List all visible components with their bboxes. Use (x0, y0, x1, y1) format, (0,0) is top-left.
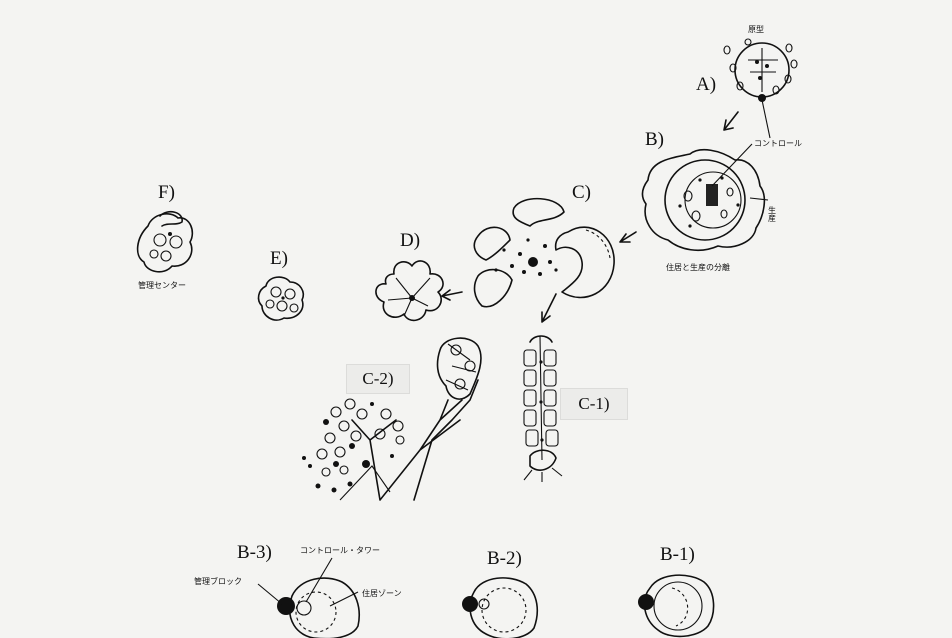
label-c1: C-1) (578, 394, 610, 413)
annotation-control-tower: コントロール・タワー (300, 546, 380, 555)
flower-cluster (375, 260, 444, 322)
cell-b1 (638, 574, 715, 638)
label-e: E) (270, 248, 288, 269)
label-c: C) (572, 182, 591, 203)
label-c2: C-2) (362, 369, 394, 388)
cell-b2 (462, 577, 539, 638)
separation-cell (641, 143, 769, 252)
label-c1-box: C-1) (560, 388, 628, 420)
prototype-cell (723, 38, 798, 139)
label-a: A) (696, 74, 716, 95)
label-d: D) (400, 230, 420, 251)
annotation-control: コントロール (754, 139, 802, 148)
annotation-genkei: 原型 (748, 25, 764, 34)
annotation-kanri-center: 管理センター (138, 280, 186, 290)
branching-cluster (302, 337, 482, 501)
annotation-kanri-block: 管理ブロック (194, 576, 242, 586)
annotation-seisan: 生産 (768, 205, 777, 223)
label-b3: B-3) (237, 542, 272, 563)
label-b2: B-2) (487, 548, 522, 569)
linear-chain (523, 335, 563, 482)
cell-b3 (257, 557, 360, 638)
annotation-jukyo-zone: 住居ゾーン (362, 588, 402, 598)
label-c2-box: C-2) (346, 364, 410, 394)
split-cell (473, 197, 615, 308)
label-b1: B-1) (660, 544, 695, 565)
management-center-cell (136, 210, 194, 273)
compact-cluster (257, 276, 305, 321)
annotation-separation: 住居と生産の分離 (666, 262, 730, 272)
label-f: F) (158, 182, 175, 203)
label-b: B) (645, 129, 664, 150)
